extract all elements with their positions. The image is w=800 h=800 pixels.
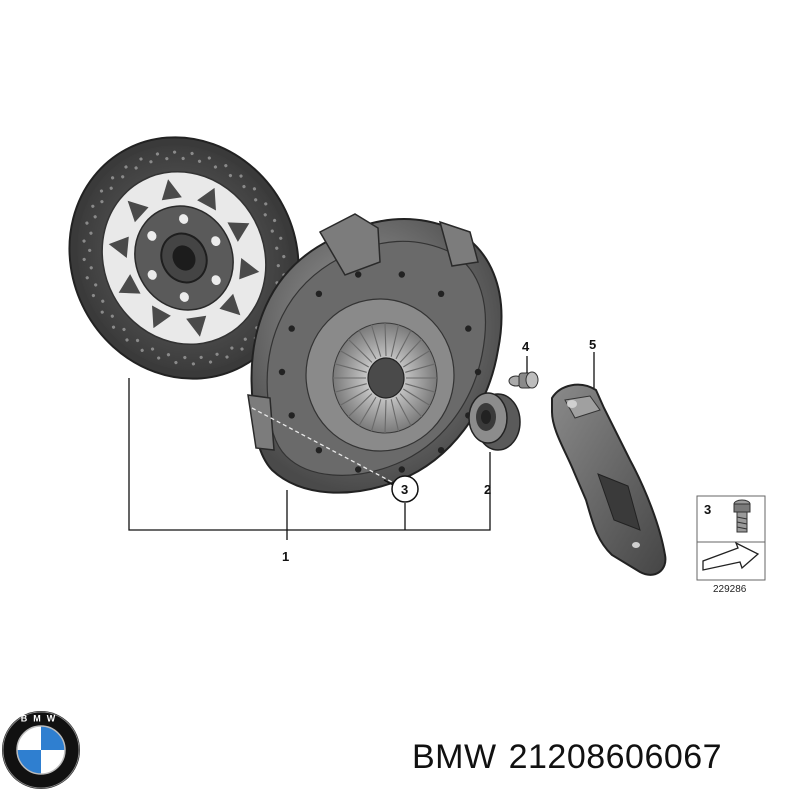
direction-arrow-icon [702,541,760,571]
caption-brand: BMW [412,738,497,776]
inset-item-number: 3 [704,502,711,517]
callout-3: 3 [401,482,408,497]
leader-lines [128,352,595,540]
callout-4: 4 [522,339,530,354]
callout-5: 5 [589,337,596,352]
bmw-logo-lettering: BMW [21,714,62,724]
bolt-icon [733,499,751,533]
callout-1: 1 [282,549,289,564]
inset-box: 3 229286 [696,495,766,595]
caption-part-number: 21208606067 [508,738,723,776]
callout-3-ring [391,475,419,503]
callout-2: 2 [484,482,491,497]
pivot-pin [508,371,539,389]
part-caption: BMW 21208606067 [412,738,722,777]
clutch-disc [68,136,300,380]
pressure-plate [247,213,503,494]
release-fork [551,383,667,576]
release-bearing [468,392,521,451]
inset-ref-number: 229286 [713,584,747,595]
bmw-logo: BMW [2,711,80,789]
